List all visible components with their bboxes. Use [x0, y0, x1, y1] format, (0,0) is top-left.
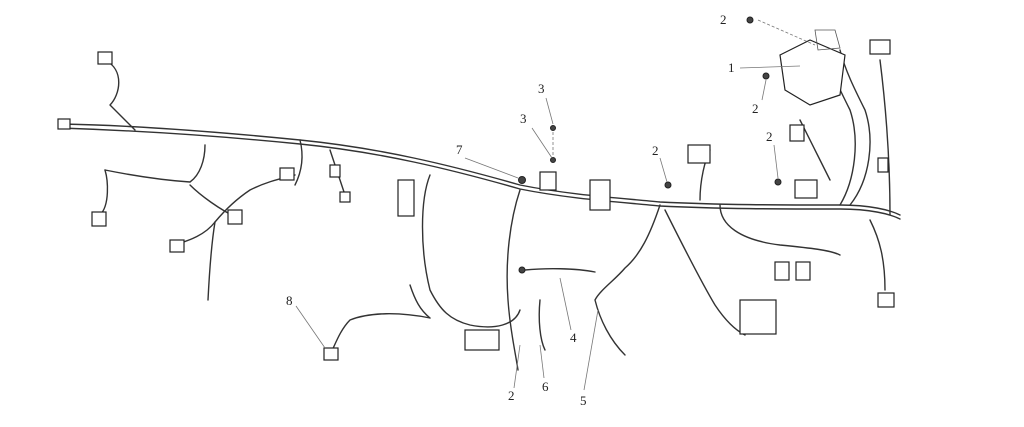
- callout-labels: 2 1 2 2 2 3 3 7 8 4 5 6 2: [286, 12, 773, 408]
- connector-left-mid: [227, 209, 243, 225]
- connector-stack-left: [397, 179, 415, 217]
- callout-3-upper: 3: [538, 81, 545, 96]
- callout-2-center: 2: [652, 143, 659, 158]
- screw-center: [664, 181, 672, 189]
- connector-right-mid: [794, 179, 818, 199]
- connector-right-drop-b: [795, 261, 811, 281]
- connector-part-8: [323, 347, 339, 361]
- connectors: [57, 39, 895, 361]
- connector-top-right: [869, 39, 891, 55]
- callout-6: 6: [542, 379, 549, 394]
- connector-center-right: [589, 179, 611, 211]
- callout-2-bottom: 2: [508, 388, 515, 403]
- connector-right-drop-a: [774, 261, 790, 281]
- connector-drop-b: [339, 191, 351, 203]
- left-branches: [99, 59, 346, 301]
- connector-left-lower: [91, 211, 107, 227]
- fasteners: [518, 16, 782, 274]
- connector-right-side: [877, 157, 889, 173]
- connector-top-left: [97, 51, 113, 65]
- component-1-box: [779, 29, 846, 106]
- bolt-part-3b: [550, 157, 556, 163]
- screw-top: [746, 16, 754, 24]
- callout-3-lower: 3: [520, 111, 527, 126]
- callout-4: 4: [570, 330, 577, 345]
- callout-2-right: 2: [766, 129, 773, 144]
- callout-1: 1: [728, 60, 735, 75]
- connector-center-left: [279, 167, 295, 181]
- connector-right-bottom: [877, 292, 895, 308]
- connector-upper-mid: [687, 144, 711, 164]
- right-riser: [799, 49, 891, 291]
- screw-box: [762, 72, 770, 80]
- connector-right-upper: [789, 124, 805, 142]
- center-left-loop: [329, 174, 596, 371]
- callout-7: 7: [456, 142, 463, 157]
- main-harness-trunk: [59, 123, 901, 220]
- leader-lines: [295, 19, 816, 391]
- screw-right: [774, 178, 782, 186]
- connector-double-bottom: [464, 329, 500, 351]
- callout-8: 8: [286, 293, 293, 308]
- callout-2-box: 2: [752, 101, 759, 116]
- callout-5: 5: [580, 393, 587, 408]
- connector-center: [539, 171, 557, 191]
- callout-2-top: 2: [720, 12, 727, 27]
- connector-left-bottom: [169, 239, 185, 253]
- connector-drop-a: [329, 164, 341, 178]
- connector-fuse-block: [739, 299, 777, 335]
- screw-bottom: [518, 266, 526, 274]
- connector-left-end: [57, 118, 71, 130]
- bolt-part-3a: [550, 125, 556, 131]
- grommet-part-7: [518, 176, 526, 184]
